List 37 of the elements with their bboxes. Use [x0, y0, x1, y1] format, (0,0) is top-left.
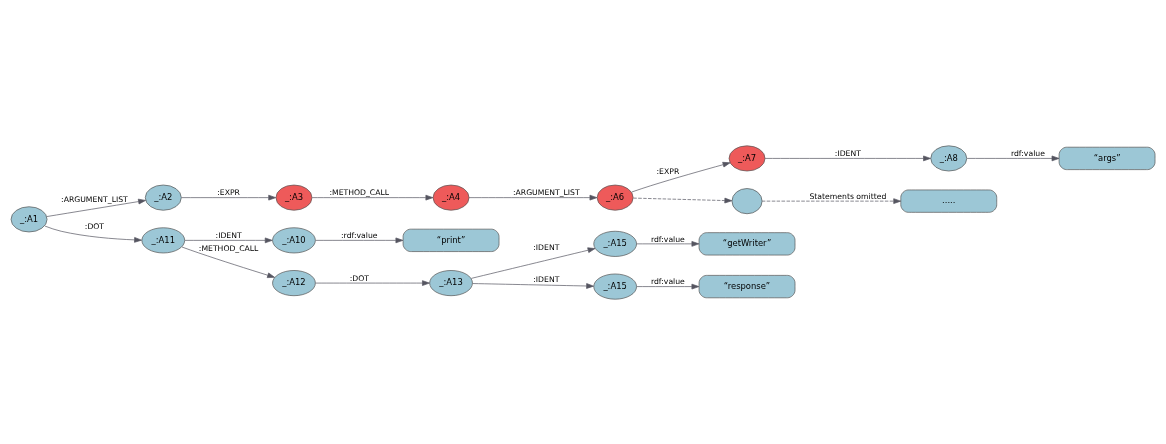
arrow	[46, 198, 146, 217]
arrow	[468, 194, 598, 200]
arrow	[315, 279, 430, 286]
node-ellipse: _:A10	[272, 226, 316, 253]
arrow	[764, 155, 931, 161]
node-ellipse: _:A11	[141, 226, 186, 253]
node-ellipse: _:A2	[144, 184, 182, 211]
arrow	[636, 283, 700, 289]
arrow	[966, 155, 1060, 161]
node-box: “getWriter”	[698, 231, 796, 255]
node-box: “print”	[402, 228, 500, 252]
node-ellipse: _:A1	[10, 205, 48, 232]
arrow	[471, 246, 596, 279]
node-ellipse: _:A6	[596, 184, 634, 211]
arrow	[636, 240, 700, 247]
arrow	[44, 225, 142, 243]
arrow	[631, 161, 731, 192]
arrow	[633, 197, 733, 203]
node-ellipse: _:A8	[930, 144, 968, 171]
node-ellipse: _:A7	[728, 144, 766, 171]
node-circle	[731, 187, 763, 214]
arrow	[184, 237, 273, 243]
arrow	[181, 194, 277, 200]
node-ellipse: _:A15	[593, 230, 637, 257]
node-ellipse: _:A12	[272, 269, 316, 296]
arrow	[761, 197, 902, 204]
node-box: .....	[900, 189, 998, 213]
node-box: “args”	[1058, 146, 1156, 170]
arrow	[315, 237, 404, 243]
node-box: “response”	[698, 274, 796, 298]
arrow	[181, 246, 275, 278]
arrow	[311, 194, 434, 200]
node-ellipse: _:A15	[593, 273, 637, 300]
node-ellipse: _:A4	[432, 184, 470, 211]
node-ellipse: _:A13	[429, 269, 473, 296]
node-ellipse: _:A3	[275, 184, 313, 211]
arrow	[472, 282, 594, 289]
